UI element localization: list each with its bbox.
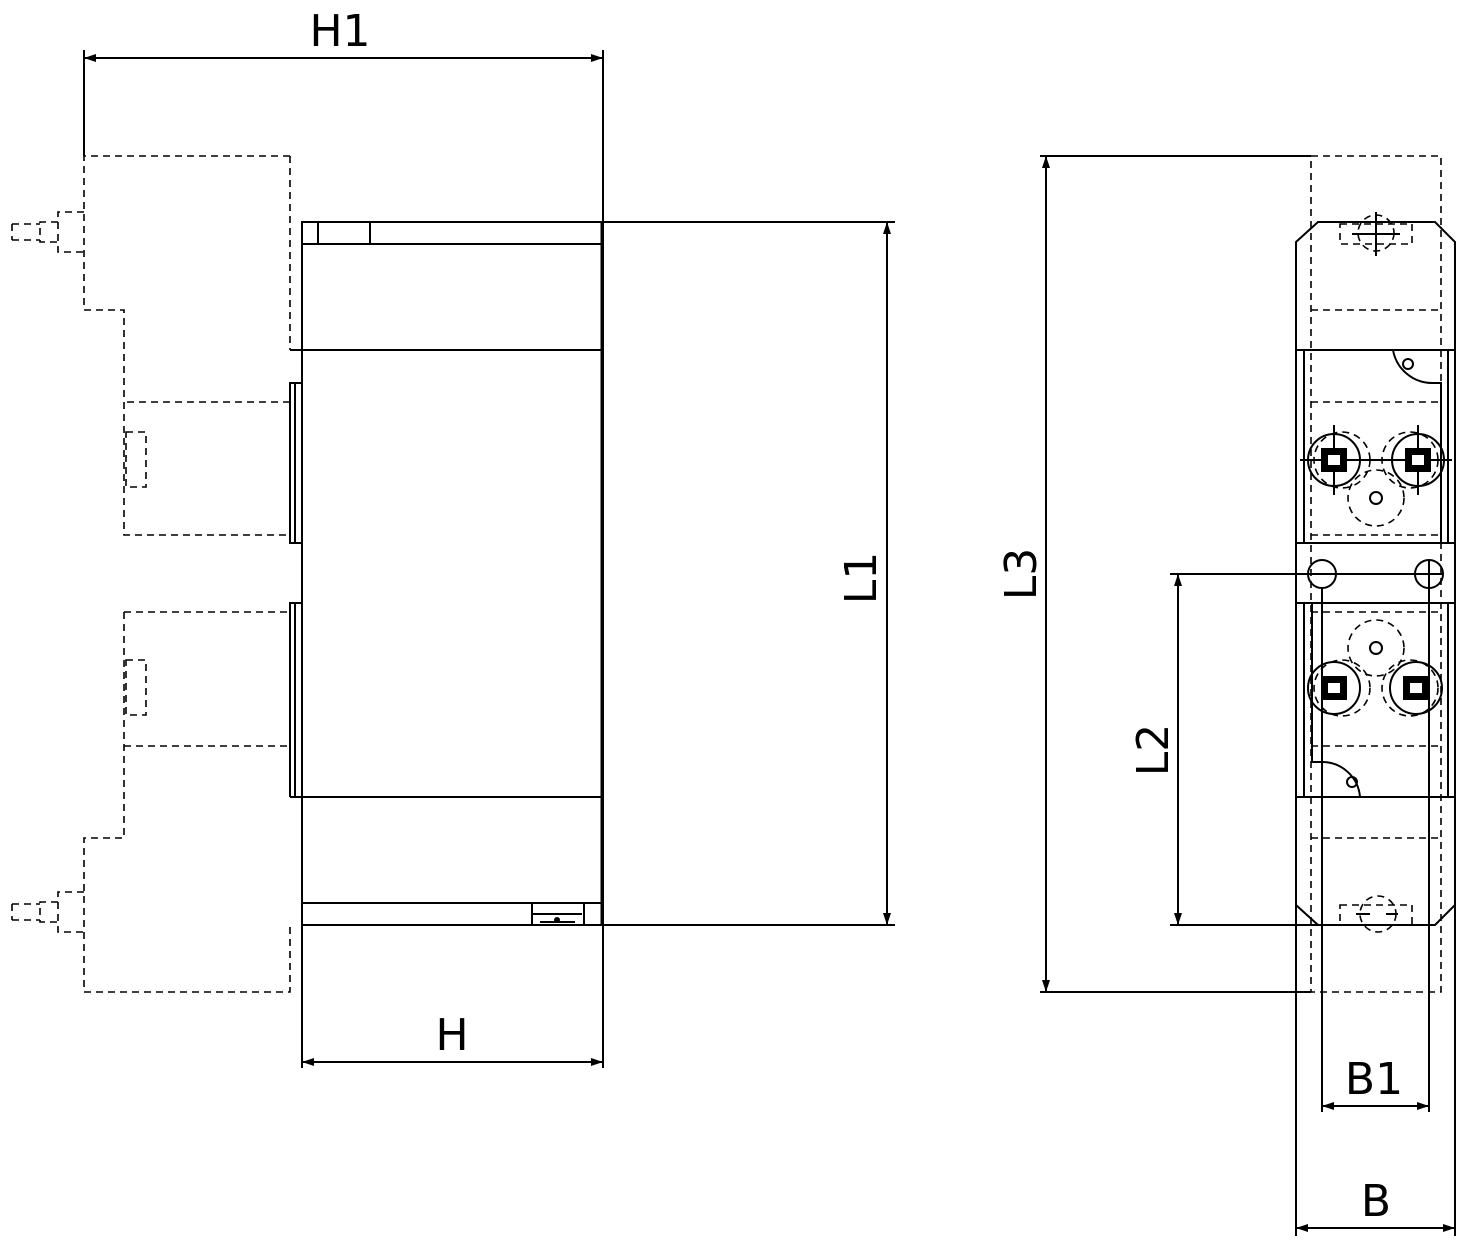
front-body-outline	[1295, 221, 1456, 926]
dim-label-l2: L2	[1128, 724, 1179, 777]
front-view: L3 L2 B1 B	[996, 155, 1456, 1236]
dim-label-l1: L1	[836, 552, 887, 605]
dim-label-h: H	[435, 1010, 468, 1061]
connector-outline-dashed	[83, 155, 291, 993]
side-view: H1 H L1	[11, 6, 895, 1068]
dim-label-h1: H1	[309, 6, 370, 57]
coil-flange-lower	[289, 602, 302, 797]
manual-override	[531, 903, 585, 925]
main-body-outline	[301, 221, 603, 926]
upper-pilot-ports	[1300, 425, 1452, 527]
dim-label-b: B	[1361, 1176, 1391, 1227]
lower-pilot-ports	[1307, 619, 1443, 717]
dim-label-l3: L3	[996, 548, 1047, 601]
dim-label-b1: B1	[1345, 1054, 1403, 1105]
